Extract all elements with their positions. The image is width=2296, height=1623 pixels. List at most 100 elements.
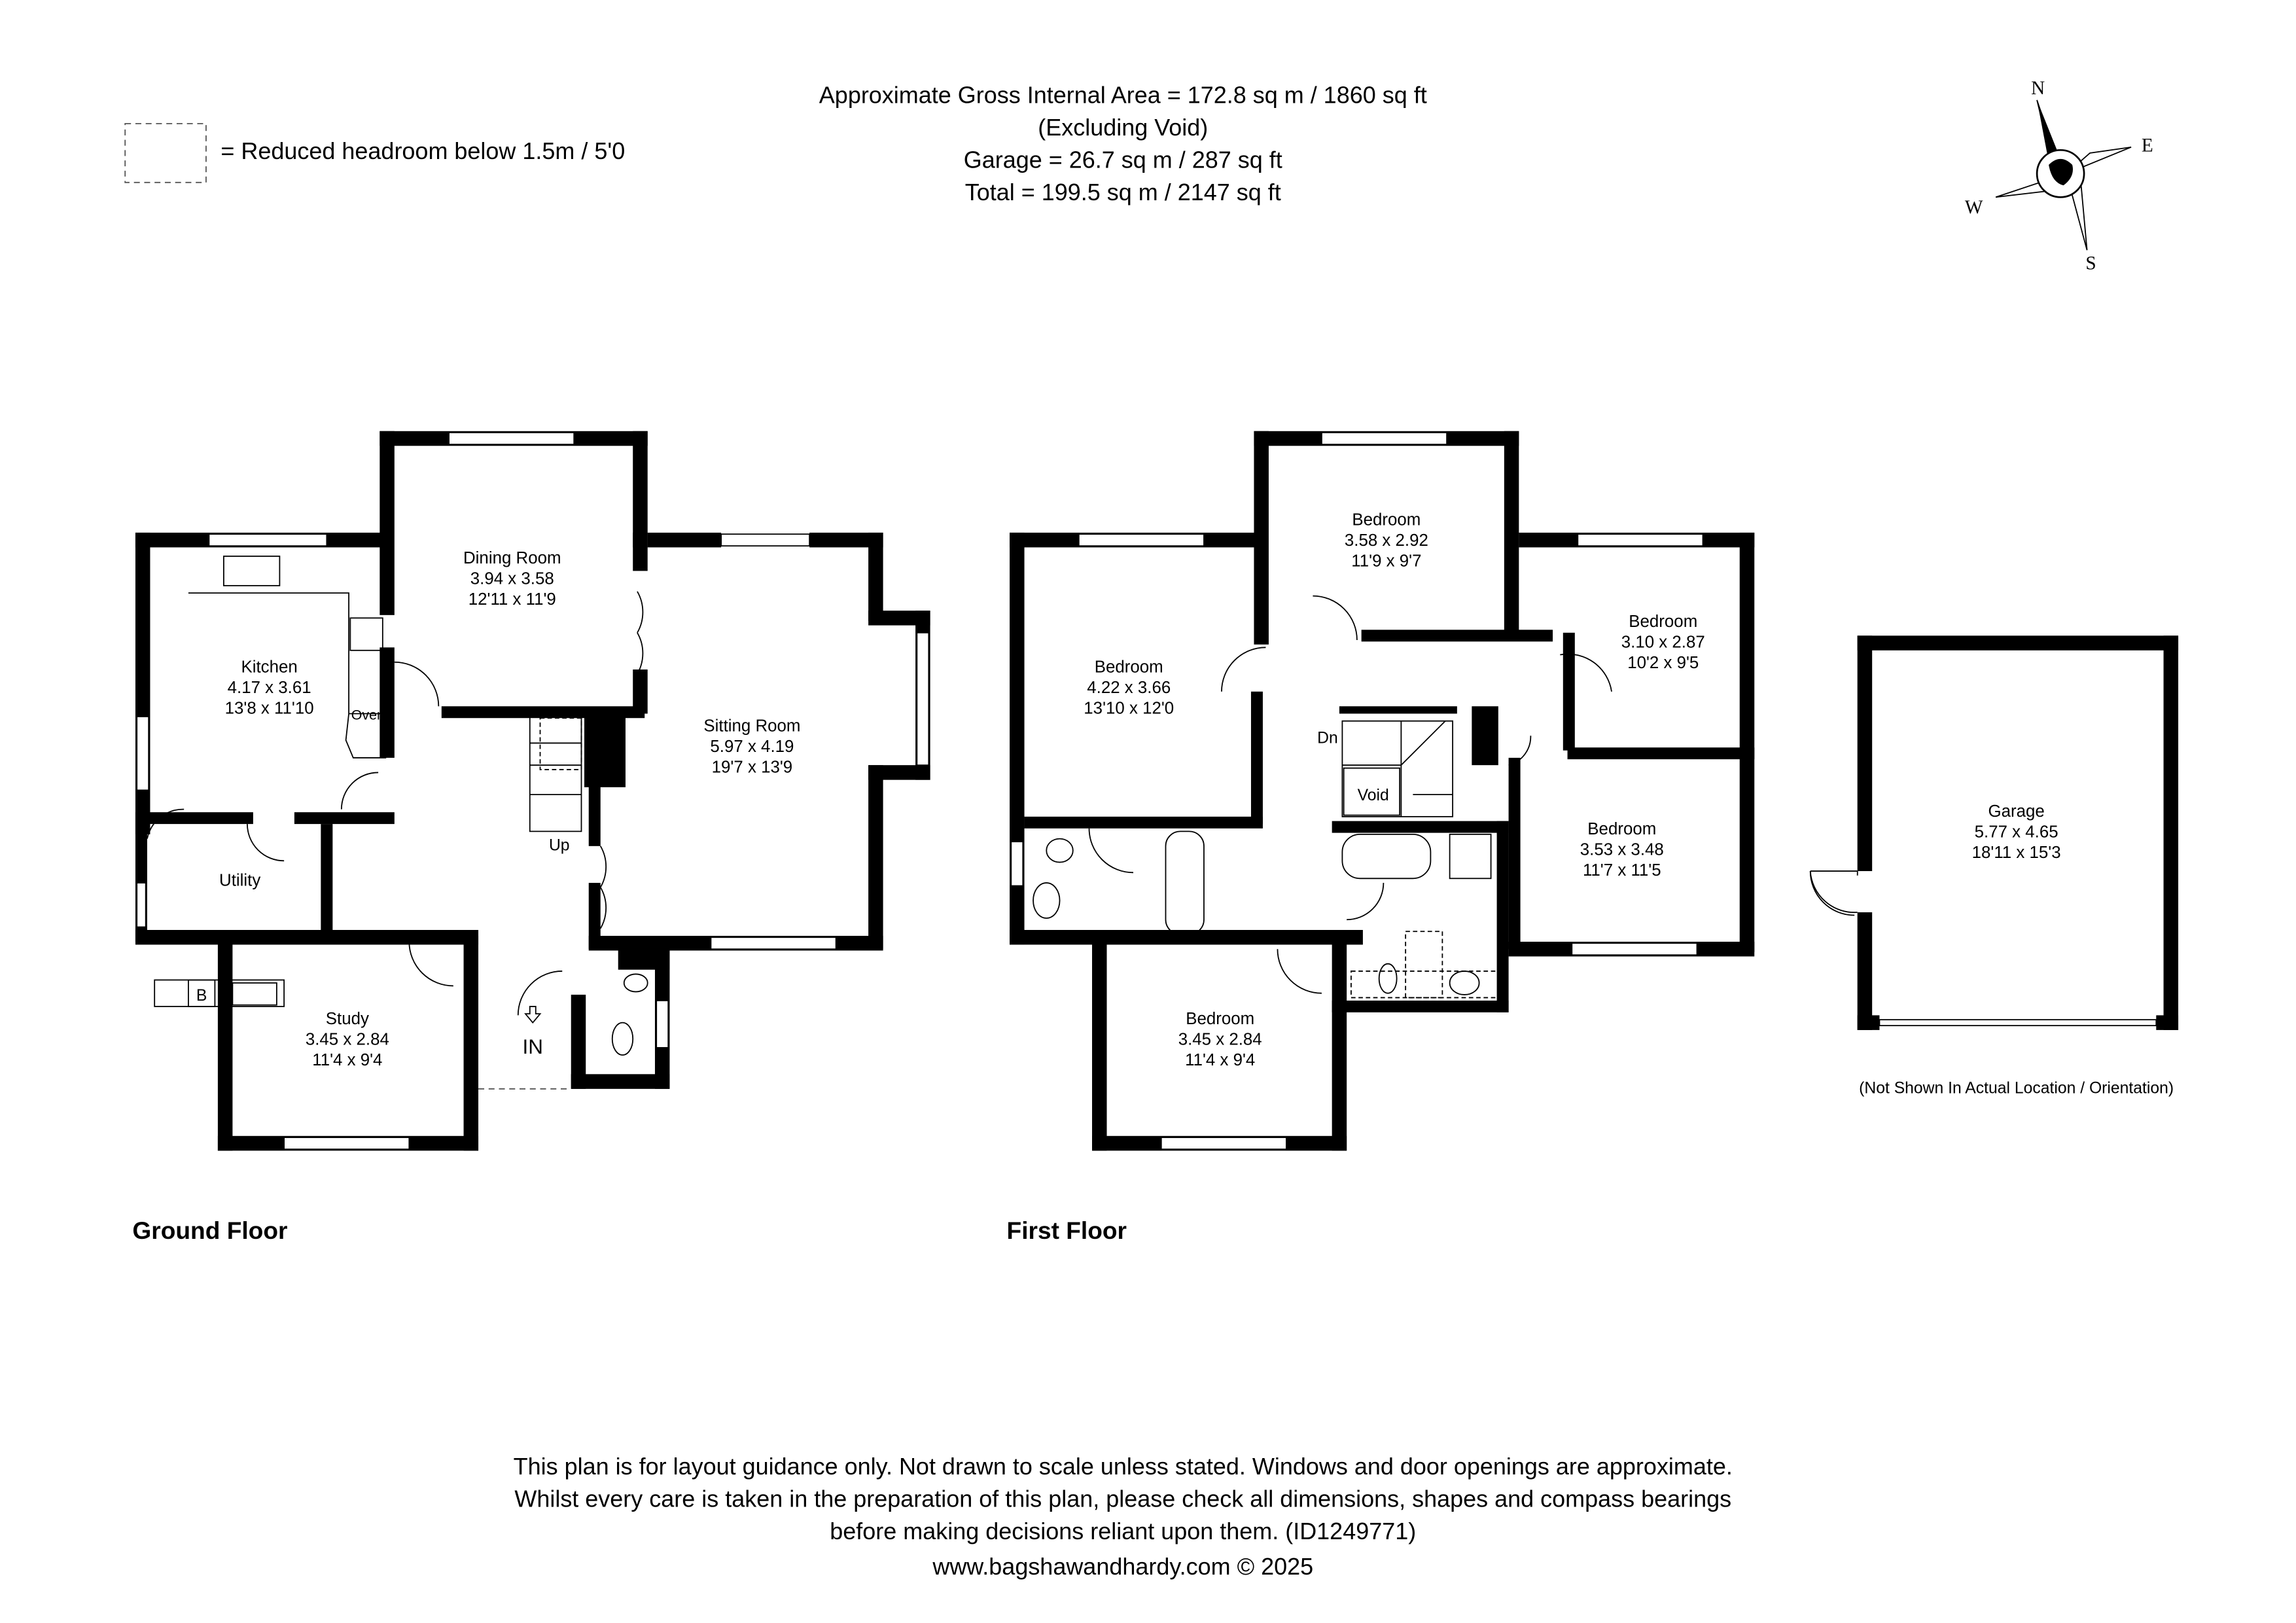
window — [136, 882, 147, 928]
first-floor-plan: Bedroom 4.22 x 3.66 13'10 x 12'0 Bedroom… — [1007, 431, 1858, 1244]
garage-area-text: Garage = 26.7 sq m / 287 sq ft — [964, 146, 1282, 173]
study-name: Study — [326, 1010, 369, 1028]
void-label: Void — [1358, 787, 1389, 804]
bedroom-bottom-imperial: 11'4 x 9'4 — [1185, 1051, 1255, 1069]
window — [1010, 841, 1024, 887]
bedroom-right-top-metric: 3.10 x 2.87 — [1621, 633, 1705, 651]
staircase-icon — [529, 713, 582, 832]
sitting-name: Sitting Room — [703, 717, 800, 735]
toilet-icon — [1378, 963, 1398, 994]
bedroom-right-top-imperial: 10'2 x 9'5 — [1627, 654, 1699, 672]
stairs-up-label: Up — [549, 837, 570, 855]
compass-w: W — [1965, 197, 1983, 218]
dining-imperial: 12'11 x 11'9 — [468, 590, 556, 609]
boiler-box — [188, 979, 216, 1007]
bath-icon — [1341, 833, 1432, 880]
boiler-label: B — [196, 987, 207, 1005]
ground-floor-plan: Kitchen 4.17 x 3.61 13'8 x 11'10 Dining … — [132, 431, 930, 1244]
compass-s: S — [2085, 253, 2096, 274]
entrance-arrow-icon — [524, 1006, 542, 1024]
compass-e: E — [2142, 135, 2153, 156]
bedroom-left-imperial: 13'10 x 12'0 — [1084, 699, 1174, 717]
bedroom-bottom-metric: 3.45 x 2.84 — [1178, 1030, 1262, 1048]
gross-area-text: Approximate Gross Internal Area = 172.8 … — [819, 81, 1427, 108]
kitchen-metric: 4.17 x 3.61 — [228, 679, 311, 697]
window — [448, 432, 575, 445]
excluding-void-text: (Excluding Void) — [1038, 114, 1208, 141]
bedroom-top-metric: 3.58 x 2.92 — [1345, 531, 1428, 550]
disclaimer: This plan is for layout guidance only. N… — [514, 1453, 1733, 1580]
first-floor-windows — [1010, 432, 1704, 1150]
door-swings — [147, 591, 644, 1016]
bath-icon — [1165, 830, 1205, 935]
headroom-legend: = Reduced headroom below 1.5m / 5'0 — [124, 122, 625, 183]
window — [136, 716, 150, 791]
window — [1571, 942, 1698, 956]
garage-plan: Garage 5.77 x 4.65 18'11 x 15'3 (Not Sho… — [1809, 635, 2179, 1097]
website-copyright: www.bagshawandhardy.com © 2025 — [932, 1553, 1313, 1580]
window — [208, 533, 328, 547]
bedroom-right-top-name: Bedroom — [1629, 613, 1697, 631]
legend-text: = Reduced headroom below 1.5m / 5'0 — [221, 137, 625, 164]
dining-name: Dining Room — [463, 549, 561, 567]
first-floor-title: First Floor — [1007, 1217, 1127, 1244]
window — [1577, 533, 1704, 547]
disclaimer-line-2: Whilst every care is taken in the prepar… — [514, 1485, 1731, 1512]
garage-location-note: (Not Shown In Actual Location / Orientat… — [1859, 1080, 2174, 1097]
ground-floor-fixtures — [147, 556, 648, 1090]
garage-name: Garage — [1988, 802, 2044, 821]
hob-icon — [349, 617, 383, 651]
bedroom-top-name: Bedroom — [1352, 511, 1421, 529]
bedroom-left-metric: 4.22 x 3.66 — [1087, 679, 1171, 697]
stairs-down-label: Dn — [1317, 729, 1338, 747]
door-swings — [1088, 595, 1858, 994]
window — [1078, 533, 1205, 547]
garage-door — [1879, 1019, 2157, 1027]
ground-floor-labels: Kitchen 4.17 x 3.61 13'8 x 11'10 Dining … — [132, 549, 800, 1244]
garage-metric: 5.77 x 4.65 — [1975, 823, 2058, 841]
window — [283, 1137, 410, 1150]
utility-name: Utility — [219, 872, 260, 890]
kitchen-sink-icon — [223, 556, 281, 586]
staircase-icon — [1341, 720, 1454, 817]
ground-floor-title: Ground Floor — [132, 1217, 287, 1244]
bedroom-right-metric: 3.53 x 3.48 — [1580, 840, 1664, 859]
basin-icon — [1033, 882, 1061, 919]
dining-metric: 3.94 x 3.58 — [470, 570, 554, 588]
kitchen-imperial: 13'8 x 11'10 — [225, 699, 314, 717]
window — [1321, 432, 1448, 445]
area-summary: Approximate Gross Internal Area = 172.8 … — [819, 81, 1427, 205]
entrance-label: IN — [523, 1035, 543, 1058]
basin-icon — [623, 973, 648, 993]
sitting-metric: 5.97 x 4.19 — [710, 738, 794, 756]
disclaimer-line-3: before making decisions reliant upon the… — [830, 1518, 1416, 1544]
study-metric: 3.45 x 2.84 — [306, 1030, 389, 1048]
window — [1160, 1137, 1287, 1150]
toilet-icon — [1046, 838, 1074, 863]
kitchen-name: Kitchen — [241, 658, 297, 677]
bedroom-right-imperial: 11'7 x 11'5 — [1583, 861, 1661, 880]
bedroom-left-name: Bedroom — [1095, 658, 1163, 677]
window — [710, 936, 837, 950]
compass-icon: N E S W — [1965, 78, 2153, 274]
first-floor-labels: Bedroom 4.22 x 3.66 13'10 x 12'0 Bedroom… — [1007, 511, 1705, 1244]
ground-floor-windows — [136, 432, 930, 1150]
bedroom-top-imperial: 11'9 x 9'7 — [1351, 552, 1421, 571]
sliding-door — [720, 533, 811, 547]
window — [656, 1000, 669, 1048]
study-imperial: 11'4 x 9'4 — [312, 1051, 382, 1069]
utility-sink-icon — [232, 982, 277, 1006]
basin-icon — [1449, 971, 1480, 995]
window — [916, 632, 930, 766]
compass-n: N — [2031, 78, 2045, 99]
disclaimer-line-1: This plan is for layout guidance only. N… — [514, 1453, 1733, 1480]
toilet-icon — [611, 1022, 634, 1056]
total-area-text: Total = 199.5 sq m / 2147 sq ft — [965, 179, 1281, 205]
bedroom-right-name: Bedroom — [1587, 820, 1656, 838]
bedroom-bottom-name: Bedroom — [1186, 1010, 1254, 1028]
sitting-imperial: 19'7 x 13'9 — [712, 758, 792, 776]
first-floor-fixtures — [1033, 595, 1858, 999]
dashed-box-icon — [124, 122, 207, 183]
